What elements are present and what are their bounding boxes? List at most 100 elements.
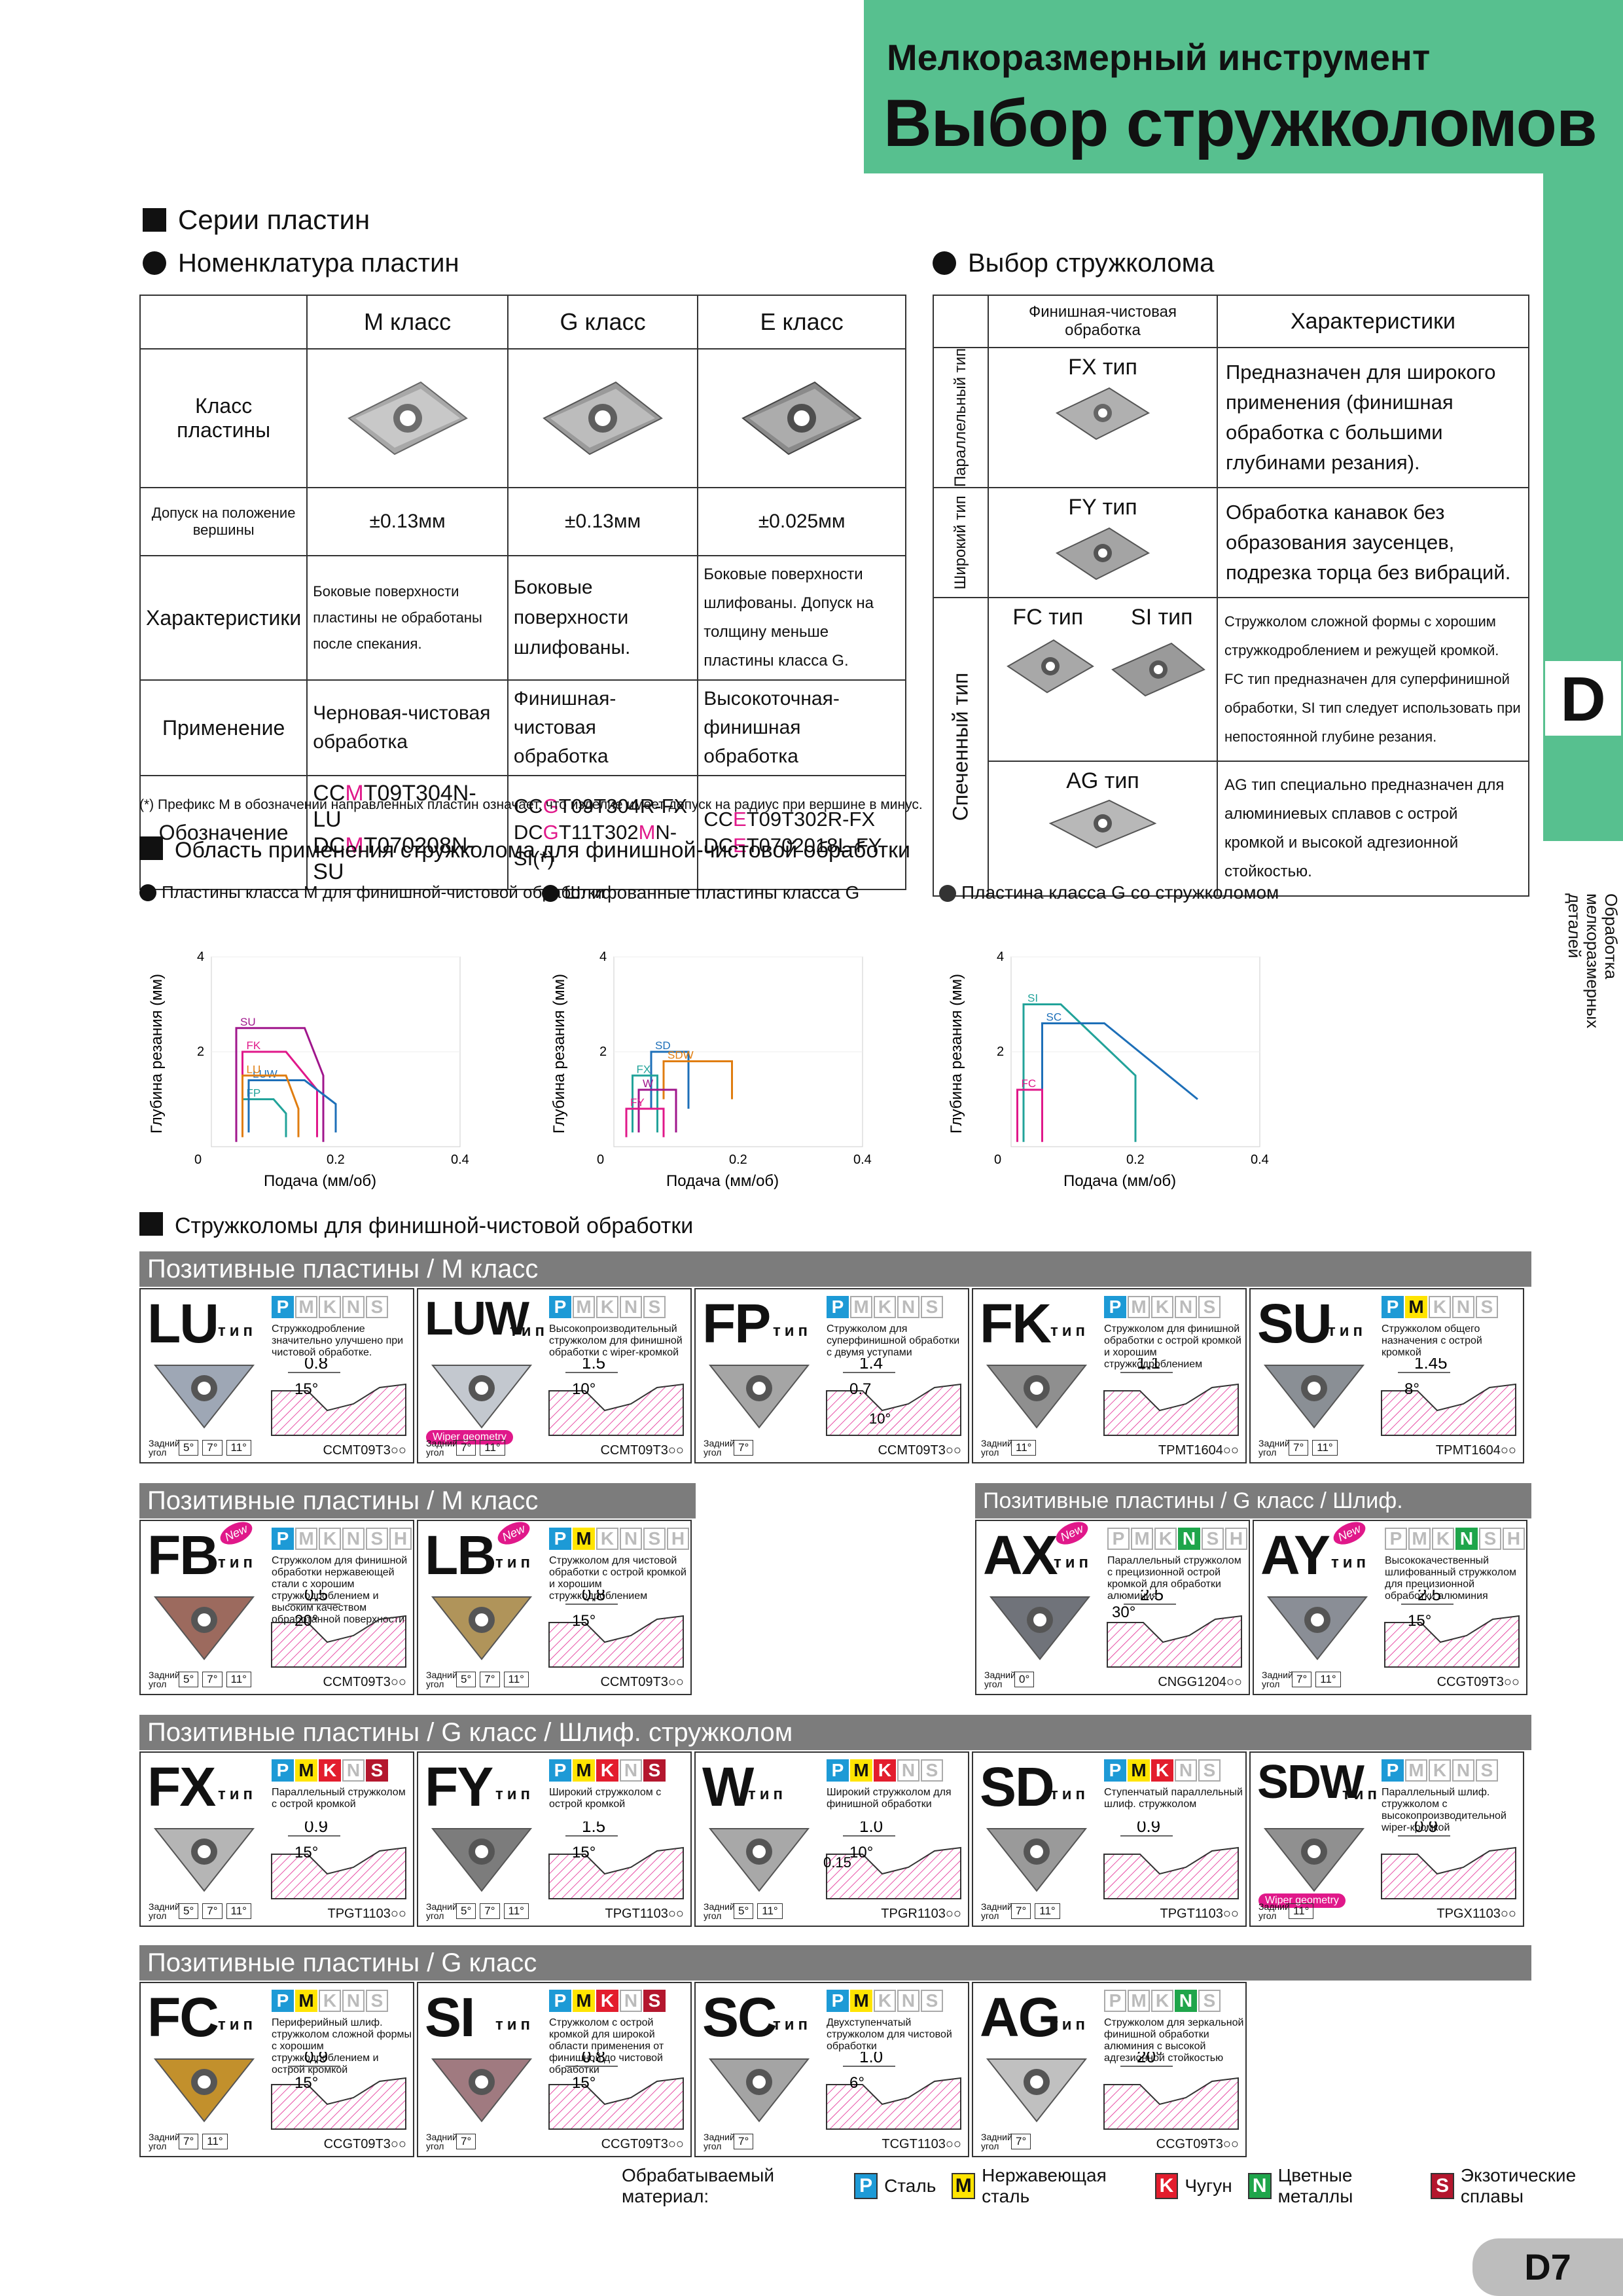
y-tick-label: 2 — [197, 1045, 204, 1059]
material-box-p: P — [1385, 1528, 1407, 1550]
dimension-label: 0.9 — [304, 2052, 328, 2066]
insert-image — [431, 1828, 533, 1892]
fc-si-insert-icon — [1007, 639, 1205, 697]
angle-box: 7° — [1011, 1903, 1031, 1919]
edge-profile: 1.06° — [826, 2052, 961, 2130]
row-label: Характеристики — [139, 555, 308, 681]
bullet-dot-icon — [143, 251, 166, 275]
angle-box: 7° — [1011, 2134, 1031, 2149]
card-name: SU — [1257, 1293, 1332, 1354]
series-fx — [632, 1074, 658, 1133]
card-description: Стружколом для финишной обработки с остр… — [1104, 1323, 1241, 1370]
card-description: Параллельный шлиф. стружколом с высокопр… — [1382, 1787, 1507, 1833]
type-desc: AG тип специально предназначен для алюми… — [1217, 761, 1529, 897]
angle-label: 15° — [572, 1844, 596, 1861]
bullet-dot-icon — [139, 884, 156, 901]
bullet-dot-icon — [933, 251, 956, 275]
edge-profile: 1.515° — [548, 1821, 684, 1899]
material-box-m: M — [295, 1296, 317, 1318]
material-box-p: P — [1382, 1759, 1404, 1782]
card-description: Стружколом для суперфинишной обработки с… — [827, 1323, 960, 1358]
material-box-k: K — [1151, 1990, 1173, 2012]
insert-image — [708, 1365, 810, 1429]
insert-image — [708, 1828, 810, 1892]
material-box-n: N — [342, 1759, 365, 1782]
material-box-k: K — [1429, 1759, 1451, 1782]
series-label: FP — [247, 1087, 261, 1100]
series-sc — [1041, 1022, 1198, 1100]
card-type-suffix: тип — [1050, 1322, 1090, 1340]
material-box-m: M — [573, 1296, 595, 1318]
material-box-p: P — [1104, 1759, 1126, 1782]
series-label: W — [643, 1077, 653, 1090]
series-label: FK — [247, 1039, 261, 1052]
material-box-m: M — [573, 1528, 595, 1550]
material-box-s: S — [366, 1759, 388, 1782]
material-box-h: H — [667, 1528, 689, 1550]
material-box-s: S — [1198, 1296, 1221, 1318]
dimension-label: 1.0 — [859, 2052, 883, 2066]
angle-label: 15° — [294, 1844, 318, 1861]
material-box-p: P — [272, 1528, 294, 1550]
material-box-n: N — [342, 1990, 365, 2012]
row-label: Класс пластины — [139, 348, 308, 488]
rear-angle-label: Задний угол — [149, 1438, 180, 1458]
material-box-s: S — [1476, 1296, 1498, 1318]
card-description: Широкий стружколом для финишной обработк… — [827, 1787, 952, 1810]
x-tick-label: 0 — [597, 1153, 604, 1167]
insert-image — [153, 1828, 255, 1892]
angle-box: 11° — [1315, 1672, 1341, 1687]
card-type-suffix: тип — [218, 1554, 257, 1571]
features-g: Боковые поверхности шлифованы. — [507, 555, 699, 681]
angle-box: 5° — [179, 1672, 199, 1687]
material-box-n: N — [1175, 1759, 1197, 1782]
angle-box: 11° — [757, 1903, 783, 1919]
angle-box: 7° — [480, 1903, 500, 1919]
material-box-k: K — [596, 1296, 618, 1318]
x-tick-label: 0.4 — [853, 1153, 872, 1167]
rear-angle-label: Задний угол — [149, 2132, 180, 2151]
type-label: SI тип — [1131, 605, 1193, 630]
nomenclature-heading: Номенклатура пластин — [143, 249, 459, 278]
material-box-n: N — [897, 1296, 919, 1318]
card-code: TPMT1604○○ — [1435, 1443, 1516, 1458]
side-tab-text: Обработка мелкоразмерных деталей — [1565, 893, 1621, 1029]
angle-box: 5° — [456, 1903, 476, 1919]
material-box-p: P — [1104, 1296, 1126, 1318]
material-box-m: M — [1408, 1528, 1431, 1550]
card-name: SD — [980, 1756, 1055, 1818]
insert-image-m — [306, 348, 508, 488]
card-type-suffix: тип — [495, 1785, 535, 1803]
card-description: Стружколом общего назначения с острой кр… — [1382, 1323, 1482, 1358]
col-header: Финишная-чистовая обработка — [988, 295, 1218, 348]
angle-box: 7° — [1289, 1440, 1309, 1456]
card-type-suffix: тип — [773, 1322, 812, 1340]
card-name: FY — [425, 1756, 493, 1818]
y-axis-label: Глубина резания (мм) — [550, 974, 568, 1134]
insert-image — [986, 1828, 1088, 1892]
rear-angle-label: Задний угол — [426, 1670, 457, 1689]
material-box-k: K — [874, 1990, 896, 2012]
material-box-m: M — [1405, 1759, 1427, 1782]
material-box-n: N — [620, 1528, 642, 1550]
material-box-s: S — [643, 1759, 666, 1782]
insert-image — [989, 1596, 1091, 1660]
angle-box: 11° — [226, 1440, 251, 1456]
group-label: Параллельный тип — [933, 347, 989, 488]
rear-angle-label: Задний угол — [1262, 1670, 1293, 1689]
series-sdw — [662, 1060, 733, 1100]
chart-title-2: Шлифованные пластины класса G — [542, 882, 859, 903]
type-desc: Стружколом сложной формы с хорошим струж… — [1217, 597, 1529, 762]
angle-box: 7° — [202, 1672, 223, 1687]
